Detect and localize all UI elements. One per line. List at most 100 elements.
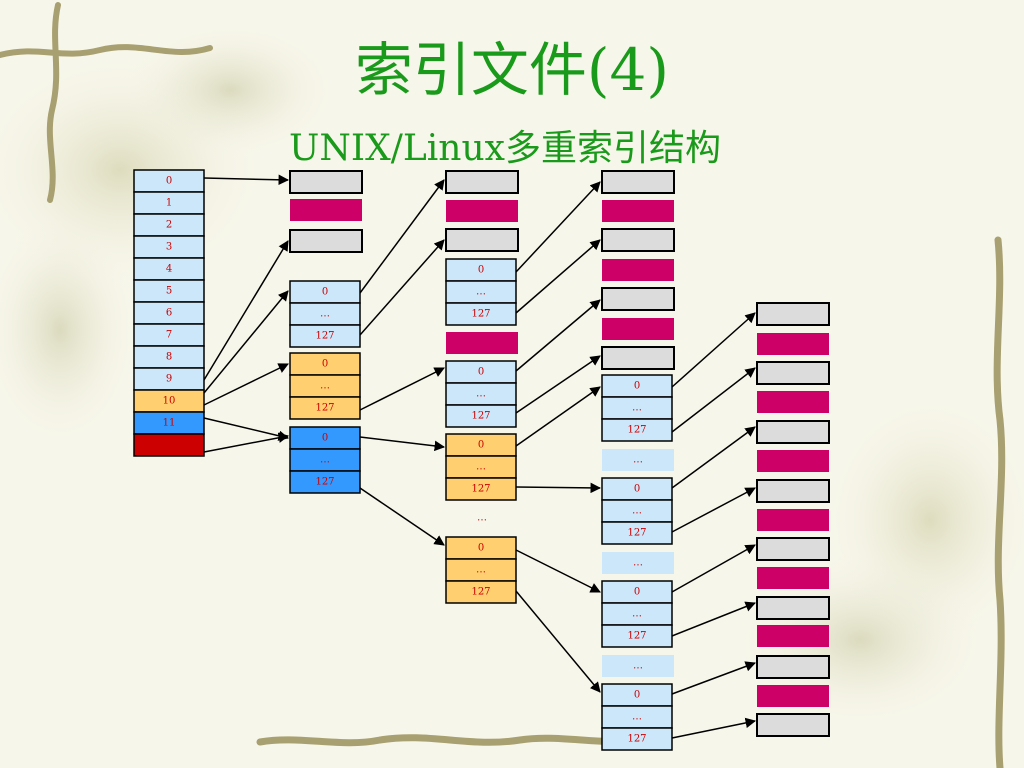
data-block bbox=[289, 229, 363, 253]
index-block-label: 0 bbox=[478, 367, 484, 378]
data-block bbox=[756, 655, 830, 679]
vine-right bbox=[993, 236, 1006, 768]
pointer-arrows bbox=[203, 174, 757, 739]
inode-address-label: 5 bbox=[166, 286, 172, 297]
data-block bbox=[601, 170, 675, 194]
pointer-arrow bbox=[671, 601, 756, 637]
pointer-arrow bbox=[203, 240, 289, 381]
index-block-cell bbox=[601, 727, 673, 751]
leaf-blot bbox=[120, 20, 340, 160]
index-block-label: … bbox=[476, 389, 486, 400]
index-block-label: 127 bbox=[315, 403, 334, 414]
index-block-label: … bbox=[476, 287, 486, 298]
pointer-arrow bbox=[515, 355, 601, 414]
index-block-label: 0 bbox=[322, 359, 328, 370]
index-block-label: 127 bbox=[627, 631, 646, 642]
index-block-label: 127 bbox=[315, 331, 334, 342]
pointer-arrow bbox=[671, 487, 756, 533]
pointer-arrow bbox=[359, 487, 445, 546]
blocks: 012345678910110…1270…1270…1270…1270…1270… bbox=[133, 169, 830, 751]
pointer-arrow bbox=[515, 482, 602, 494]
inode-address-label: 0 bbox=[166, 176, 172, 187]
index-block-cell bbox=[445, 302, 517, 326]
index-block-cell bbox=[445, 404, 517, 428]
index-block-label: 0 bbox=[478, 440, 484, 451]
inode-address-label: 7 bbox=[166, 330, 172, 341]
data-block bbox=[601, 346, 675, 370]
index-block-label: 127 bbox=[471, 411, 490, 422]
index-block-label: 127 bbox=[471, 587, 490, 598]
pointer-arrow bbox=[671, 367, 756, 433]
inode-address-label: 6 bbox=[166, 308, 172, 319]
pointer-arrow bbox=[671, 661, 756, 695]
data-block bbox=[756, 537, 830, 561]
data-block bbox=[602, 318, 674, 340]
inode-address-label: 3 bbox=[166, 242, 172, 253]
data-block bbox=[757, 509, 829, 531]
data-block bbox=[290, 199, 362, 221]
pointer-arrow bbox=[515, 386, 601, 447]
data-block bbox=[757, 685, 829, 707]
pointer-arrow bbox=[671, 426, 756, 489]
index-block-label: 0 bbox=[322, 433, 328, 444]
data-block bbox=[445, 170, 519, 194]
index-block-label: … bbox=[476, 565, 486, 576]
inode-address-label: 4 bbox=[166, 264, 172, 275]
pointer-arrow bbox=[515, 239, 601, 314]
index-block-label: 0 bbox=[322, 287, 328, 298]
index-block-cell bbox=[601, 624, 673, 648]
data-block bbox=[445, 228, 519, 252]
index-block-label: … bbox=[632, 403, 642, 414]
data-block bbox=[446, 332, 518, 354]
pointer-arrow bbox=[359, 367, 445, 411]
data-block bbox=[602, 200, 674, 222]
leaf-blot bbox=[0, 210, 140, 450]
index-block-label: … bbox=[320, 381, 330, 392]
pointer-arrow bbox=[359, 239, 445, 336]
index-block-label: … bbox=[320, 309, 330, 320]
ellipsis-label: … bbox=[633, 455, 643, 466]
index-block-cell bbox=[289, 396, 361, 420]
index-block-cell bbox=[601, 521, 673, 545]
index-block-label: 0 bbox=[634, 484, 640, 495]
index-block-label: 0 bbox=[478, 543, 484, 554]
data-block bbox=[601, 228, 675, 252]
ellipsis-label: … bbox=[633, 661, 643, 672]
data-block bbox=[757, 450, 829, 472]
index-block-label: 127 bbox=[471, 484, 490, 495]
vine-bottom bbox=[256, 734, 654, 747]
ellipsis-label: … bbox=[633, 558, 643, 569]
data-block bbox=[289, 170, 363, 194]
data-block bbox=[756, 420, 830, 444]
inode-address-label: 8 bbox=[166, 352, 172, 363]
data-block bbox=[602, 259, 674, 281]
index-block-label: 127 bbox=[627, 425, 646, 436]
data-block bbox=[446, 200, 518, 222]
pointer-arrow bbox=[203, 363, 289, 406]
pointer-arrow bbox=[671, 312, 756, 388]
index-block-label: … bbox=[632, 506, 642, 517]
pointer-arrow bbox=[671, 717, 757, 739]
index-block-cell bbox=[601, 418, 673, 442]
index-block-label: 0 bbox=[634, 587, 640, 598]
data-block bbox=[756, 361, 830, 385]
data-block bbox=[757, 333, 829, 355]
pointer-arrow bbox=[203, 174, 290, 186]
pointer-arrow bbox=[671, 544, 756, 593]
pointer-arrow bbox=[515, 590, 601, 693]
index-block-label: 127 bbox=[627, 528, 646, 539]
index-block-label: … bbox=[320, 455, 330, 466]
pointer-arrow bbox=[203, 290, 289, 394]
ellipsis-block bbox=[602, 449, 674, 471]
pointer-arrow bbox=[515, 549, 601, 593]
ellipsis-block bbox=[602, 552, 674, 574]
index-block-label: … bbox=[476, 462, 486, 473]
index-block-cell bbox=[445, 580, 517, 604]
index-block-cell bbox=[289, 470, 361, 494]
vine-left bbox=[46, 2, 61, 203]
data-block bbox=[756, 302, 830, 326]
pointer-arrow bbox=[515, 181, 601, 273]
ellipsis-label: … bbox=[477, 513, 487, 524]
